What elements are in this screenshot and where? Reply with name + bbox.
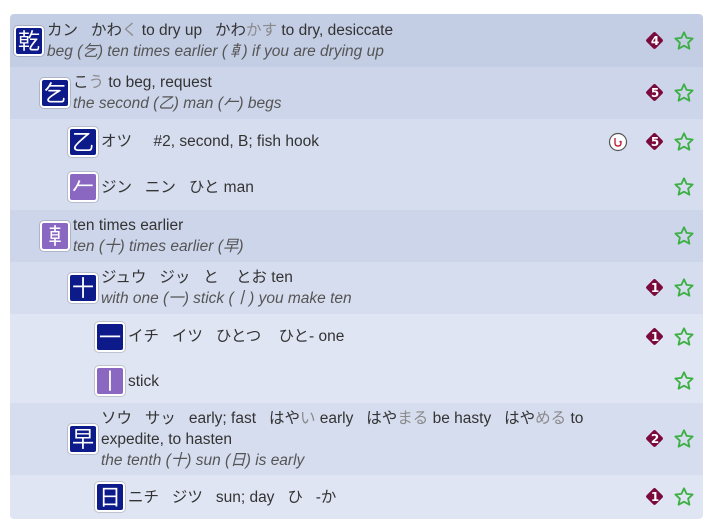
reading-segment: stick — [128, 372, 159, 390]
level-diamond-icon: 1 — [645, 326, 665, 347]
okurigana: まる — [397, 409, 429, 427]
reading-segment: to beg, request — [104, 74, 212, 91]
kanji-tile[interactable]: 乾 — [14, 25, 44, 56]
mnemonic: ten (十) times earlier (早) — [73, 238, 244, 255]
tree-row[interactable]: 早 ソウ サッ early; fast はやい early はやまる be ha… — [10, 403, 703, 475]
kanji-tile[interactable]: 乞 — [40, 78, 70, 108]
readings: オツ #2, second, B; fish hook — [101, 131, 703, 152]
reading-segment: ニチ ジツ sun; day ひ -か — [128, 488, 337, 506]
okurigana: かす — [246, 21, 278, 39]
entry-text: ジュウ ジッ と とお ten with one (一) stick (丨) y… — [98, 267, 703, 309]
star-outline-icon[interactable] — [673, 428, 695, 450]
tree-row[interactable]: 十 ジュウ ジッ と とお ten with one (一) stick (丨)… — [10, 262, 703, 314]
level-diamond-icon: 4 — [645, 30, 665, 51]
star-outline-icon[interactable] — [673, 326, 695, 348]
entry-text: カン かわく to dry up かわかす to dry, desiccate … — [44, 20, 703, 62]
entry-text: ten times earlier ten (十) times earlier … — [70, 215, 703, 257]
level-number: 1 — [650, 329, 660, 344]
readings: ten times earlier — [73, 215, 703, 236]
mnemonic: the tenth (十) sun (日) is early — [101, 451, 305, 469]
star-outline-icon[interactable] — [673, 225, 695, 247]
okurigana: める — [535, 409, 567, 427]
kanji-tile[interactable]: 乙 — [68, 126, 98, 157]
readings: stick — [128, 371, 703, 392]
kanji-tile[interactable]: 日 — [95, 482, 125, 512]
readings: ニチ ジツ sun; day ひ -か — [128, 487, 703, 508]
tree-row[interactable]: 乙 オツ #2, second, B; fish hook 5 — [10, 119, 703, 164]
tree-row[interactable]: 日 ニチ ジツ sun; day ひ -か 1 — [10, 475, 703, 519]
level-number: 1 — [650, 281, 660, 295]
reading-segment: to expedite, to hasten — [101, 409, 588, 448]
readings: イチ イツ ひとつ ひと- one — [128, 326, 703, 347]
kanji-breakdown-tree: 乾 カン かわく to dry up かわかす to dry, desiccat… — [10, 14, 703, 519]
tree-row[interactable]: 乾 カン かわく to dry up かわかす to dry, desiccat… — [10, 14, 703, 67]
reading-segment: ソウ サッ early; fast はや — [101, 409, 300, 427]
entry-text: ジン ニン ひと man — [98, 177, 703, 198]
tree-row[interactable]: 𠂉 ジン ニン ひと man — [10, 164, 703, 210]
entry-text: stick — [125, 371, 703, 392]
reading-segment: カン — [47, 21, 79, 39]
tree-row[interactable]: 丨 stick — [10, 359, 703, 403]
readings: ジン ニン ひと man — [101, 177, 703, 198]
level-diamond-icon: 1 — [645, 278, 665, 298]
mnemonic: beg (乞) ten times earlier (𠦝) if you are… — [47, 42, 384, 60]
fish-hook-icon[interactable] — [608, 132, 628, 152]
star-outline-icon[interactable] — [673, 176, 695, 198]
reading-segment: ten times earlier — [73, 217, 184, 234]
readings: こう to beg, request — [73, 72, 703, 93]
level-number: 2 — [650, 432, 660, 446]
entry-text: ソウ サッ early; fast はやい early はやまる be hast… — [98, 408, 703, 471]
level-diamond-icon: 5 — [645, 131, 665, 152]
kanji-tile[interactable]: 丨 — [95, 366, 125, 396]
level-number: 5 — [650, 86, 660, 100]
entry-text: オツ #2, second, B; fish hook — [98, 131, 703, 152]
star-outline-icon[interactable] — [673, 486, 695, 508]
reading-segment: ジュウ ジッ と とお ten — [101, 269, 293, 286]
level-diamond-icon: 5 — [645, 83, 665, 103]
tree-row[interactable]: 𠦝 ten times earlier ten (十) times earlie… — [10, 210, 703, 262]
star-outline-icon[interactable] — [673, 82, 695, 104]
kanji-tile[interactable]: 一 — [95, 321, 125, 352]
star-outline-icon[interactable] — [673, 370, 695, 392]
mnemonic: with one (一) stick (丨) you make ten — [101, 290, 352, 307]
kanji-tile[interactable]: 𠦝 — [40, 221, 70, 251]
star-outline-icon[interactable] — [673, 131, 695, 153]
readings: ソウ サッ early; fast はやい early はやまる be hast… — [101, 408, 611, 450]
reading-segment: be hasty はや — [428, 409, 536, 427]
okurigana: い — [299, 409, 316, 427]
level-number: 5 — [650, 134, 660, 149]
reading-segment: early はや — [315, 409, 398, 427]
reading-segment: ジン ニン ひと man — [101, 178, 254, 196]
mnemonic: the second (乙) man (𠂉) begs — [73, 95, 282, 112]
level-number: 1 — [650, 490, 660, 504]
level-number: 4 — [650, 33, 660, 48]
okurigana: く — [121, 21, 138, 39]
readings: ジュウ ジッ と とお ten — [101, 267, 703, 288]
entry-text: イチ イツ ひとつ ひと- one — [125, 326, 703, 347]
entry-text: こう to beg, request the second (乙) man (𠂉… — [70, 72, 703, 114]
reading-segment: to dry up — [137, 21, 216, 39]
reading-segment: オツ #2, second, B; fish hook — [101, 133, 319, 150]
reading-segment: to dry, desiccate — [277, 21, 394, 39]
reading-segment: かわ — [215, 21, 247, 39]
readings: カン かわく to dry up かわかす to dry, desiccate — [47, 20, 703, 41]
level-diamond-icon: 2 — [645, 429, 665, 449]
kanji-tile[interactable]: 十 — [68, 273, 98, 303]
okurigana: う — [88, 74, 105, 91]
tree-row[interactable]: 乞 こう to beg, request the second (乙) man … — [10, 67, 703, 119]
entry-text: ニチ ジツ sun; day ひ -か — [125, 487, 703, 508]
reading-segment — [78, 22, 91, 39]
kanji-tile[interactable]: 早 — [68, 424, 98, 454]
star-outline-icon[interactable] — [673, 277, 695, 299]
level-diamond-icon: 1 — [645, 487, 665, 507]
reading-segment: かわ — [90, 21, 122, 39]
reading-segment: こ — [73, 74, 89, 91]
kanji-tile[interactable]: 𠂉 — [68, 172, 98, 202]
tree-row[interactable]: 一 イチ イツ ひとつ ひと- one 1 — [10, 314, 703, 359]
star-outline-icon[interactable] — [673, 30, 695, 52]
reading-segment: イチ イツ ひとつ ひと- one — [128, 328, 345, 345]
